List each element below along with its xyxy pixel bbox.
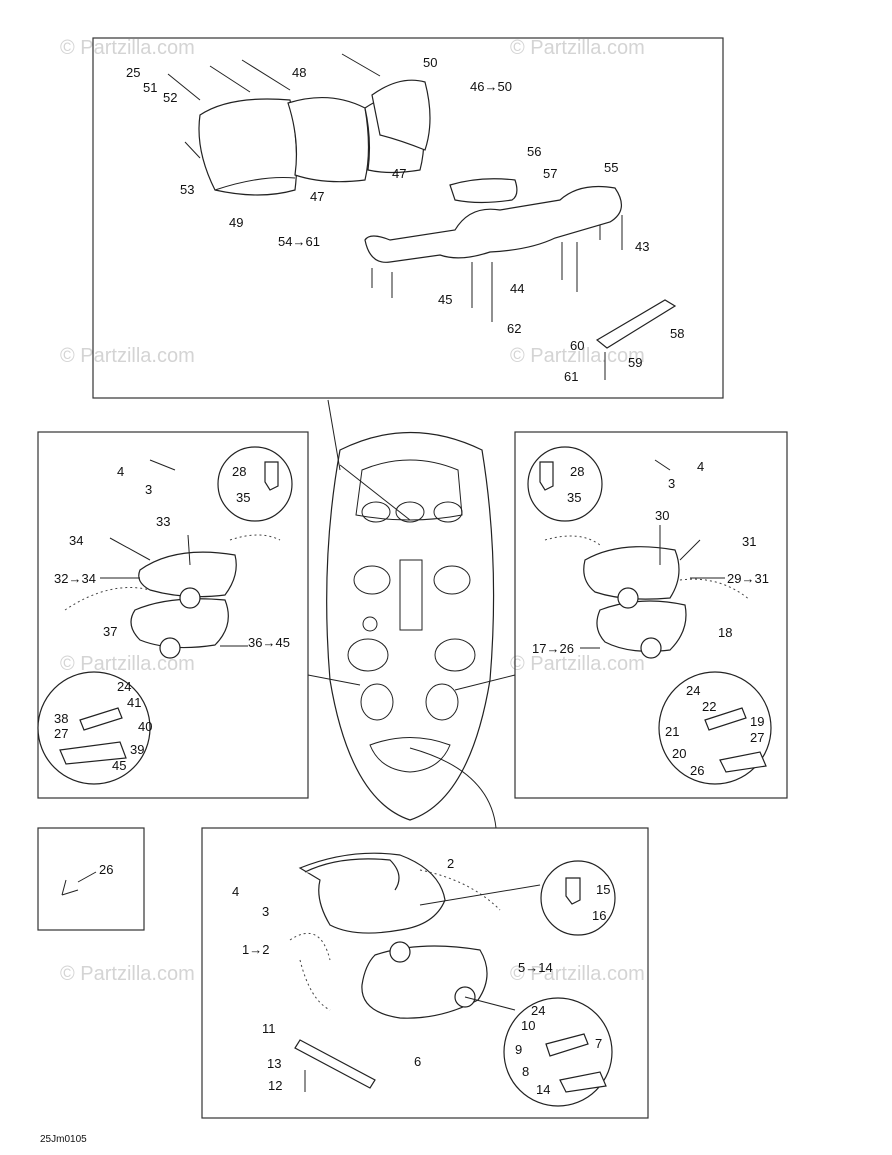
panel-right-seat bbox=[514, 431, 788, 799]
callout-34: 34 bbox=[69, 533, 83, 548]
callout-27: 27 bbox=[54, 726, 68, 741]
callout-12: 12 bbox=[268, 1078, 282, 1093]
callout-4: 4 bbox=[117, 464, 124, 479]
callout-49: 49 bbox=[229, 215, 243, 230]
callout-45: 45 bbox=[438, 292, 452, 307]
callout-37: 37 bbox=[103, 624, 117, 639]
watermark: © Partzilla.com bbox=[510, 653, 645, 675]
callout-1-2: 1→2 bbox=[242, 942, 269, 957]
watermark: © Partzilla.com bbox=[60, 37, 195, 59]
callout-24: 24 bbox=[117, 679, 131, 694]
callout-29-31: 29→31 bbox=[727, 571, 769, 586]
callout-25: 25 bbox=[126, 65, 140, 80]
callout-48: 48 bbox=[292, 65, 306, 80]
callout-9: 9 bbox=[515, 1042, 522, 1057]
callout-28: 28 bbox=[570, 464, 584, 479]
callout-47: 47 bbox=[392, 166, 406, 181]
callout-19: 19 bbox=[750, 714, 764, 729]
callout-39: 39 bbox=[130, 742, 144, 757]
callout-5-14: 5→14 bbox=[518, 960, 553, 975]
callout-57: 57 bbox=[543, 166, 557, 181]
callout-7: 7 bbox=[595, 1036, 602, 1051]
callout-10: 10 bbox=[521, 1018, 535, 1033]
callout-17-26: 17→26 bbox=[532, 641, 574, 656]
callout-13: 13 bbox=[267, 1056, 281, 1071]
callout-14: 14 bbox=[536, 1082, 550, 1097]
callout-40: 40 bbox=[138, 719, 152, 734]
hull-top-view bbox=[307, 399, 516, 829]
callout-43: 43 bbox=[635, 239, 649, 254]
callout-22: 22 bbox=[702, 699, 716, 714]
callout-55: 55 bbox=[604, 160, 618, 175]
panel-bottom-seat bbox=[201, 827, 649, 1119]
callout-24: 24 bbox=[686, 683, 700, 698]
top-seat-assembly bbox=[167, 53, 677, 380]
watermark: © Partzilla.com bbox=[510, 963, 645, 985]
callout-3: 3 bbox=[262, 904, 269, 919]
callout-38: 38 bbox=[54, 711, 68, 726]
callout-51: 51 bbox=[143, 80, 157, 95]
callout-8: 8 bbox=[522, 1064, 529, 1079]
bottom-seat-assembly bbox=[289, 852, 616, 1107]
callout-27: 27 bbox=[750, 730, 764, 745]
panel-small-part bbox=[37, 827, 145, 931]
callout-35: 35 bbox=[567, 490, 581, 505]
callout-21: 21 bbox=[665, 724, 679, 739]
small-part-26: 26 bbox=[61, 862, 113, 896]
callout-58: 58 bbox=[670, 326, 684, 341]
callout-33: 33 bbox=[156, 514, 170, 529]
callout-4: 4 bbox=[697, 459, 704, 474]
callout-35: 35 bbox=[236, 490, 250, 505]
callout-47: 47 bbox=[310, 189, 324, 204]
callout-20: 20 bbox=[672, 746, 686, 761]
watermark: © Partzilla.com bbox=[510, 37, 645, 59]
watermarks: © Partzilla.com © Partzilla.com © Partzi… bbox=[60, 37, 645, 985]
right-callouts: 4 3 28 35 30 31 29→31 18 17→26 24 22 19 … bbox=[532, 459, 769, 778]
callout-4: 4 bbox=[232, 884, 239, 899]
callout-26: 26 bbox=[99, 862, 113, 877]
callout-46-50: 46→50 bbox=[470, 79, 512, 94]
callout-52: 52 bbox=[163, 90, 177, 105]
watermark: © Partzilla.com bbox=[510, 345, 645, 367]
callout-32-34: 32→34 bbox=[54, 571, 96, 586]
callout-11: 11 bbox=[262, 1021, 276, 1036]
left-callouts: 4 3 28 35 33 34 32→34 37 36→45 24 41 38 … bbox=[54, 464, 290, 773]
callout-31: 31 bbox=[742, 534, 756, 549]
callout-56: 56 bbox=[527, 144, 541, 159]
callout-54-61: 54→61 bbox=[278, 234, 320, 249]
callout-62: 62 bbox=[507, 321, 521, 336]
callout-16: 16 bbox=[592, 908, 606, 923]
callout-15: 15 bbox=[596, 882, 610, 897]
callout-6: 6 bbox=[414, 1054, 421, 1069]
callout-59: 59 bbox=[628, 355, 642, 370]
callout-26: 26 bbox=[690, 763, 704, 778]
watermark: © Partzilla.com bbox=[60, 345, 195, 367]
callout-30: 30 bbox=[655, 508, 669, 523]
callout-36-45: 36→45 bbox=[248, 635, 290, 650]
bottom-callouts: 2 4 3 15 16 1→2 5→14 6 11 24 10 7 9 13 8… bbox=[232, 856, 610, 1097]
callout-41: 41 bbox=[127, 695, 141, 710]
panel-top-seat bbox=[92, 37, 724, 399]
right-seat-assembly bbox=[527, 446, 772, 785]
callout-45: 45 bbox=[112, 758, 126, 773]
top-callouts: 25 51 52 48 50 46→50 53 49 47 47 56 57 5… bbox=[126, 55, 684, 384]
callout-18: 18 bbox=[718, 625, 732, 640]
callout-61: 61 bbox=[564, 369, 578, 384]
diagram-code: 25Jm0105 bbox=[40, 1134, 87, 1145]
callout-60: 60 bbox=[570, 338, 584, 353]
callout-44: 44 bbox=[510, 281, 524, 296]
callout-2: 2 bbox=[447, 856, 454, 871]
callout-24: 24 bbox=[531, 1003, 545, 1018]
callout-53: 53 bbox=[180, 182, 194, 197]
panel-left-seat bbox=[37, 431, 309, 799]
left-seat-assembly bbox=[37, 446, 293, 785]
callout-28: 28 bbox=[232, 464, 246, 479]
callout-3: 3 bbox=[668, 476, 675, 491]
callout-50: 50 bbox=[423, 55, 437, 70]
watermark: © Partzilla.com bbox=[60, 653, 195, 675]
watermark: © Partzilla.com bbox=[60, 963, 195, 985]
callout-3: 3 bbox=[145, 482, 152, 497]
